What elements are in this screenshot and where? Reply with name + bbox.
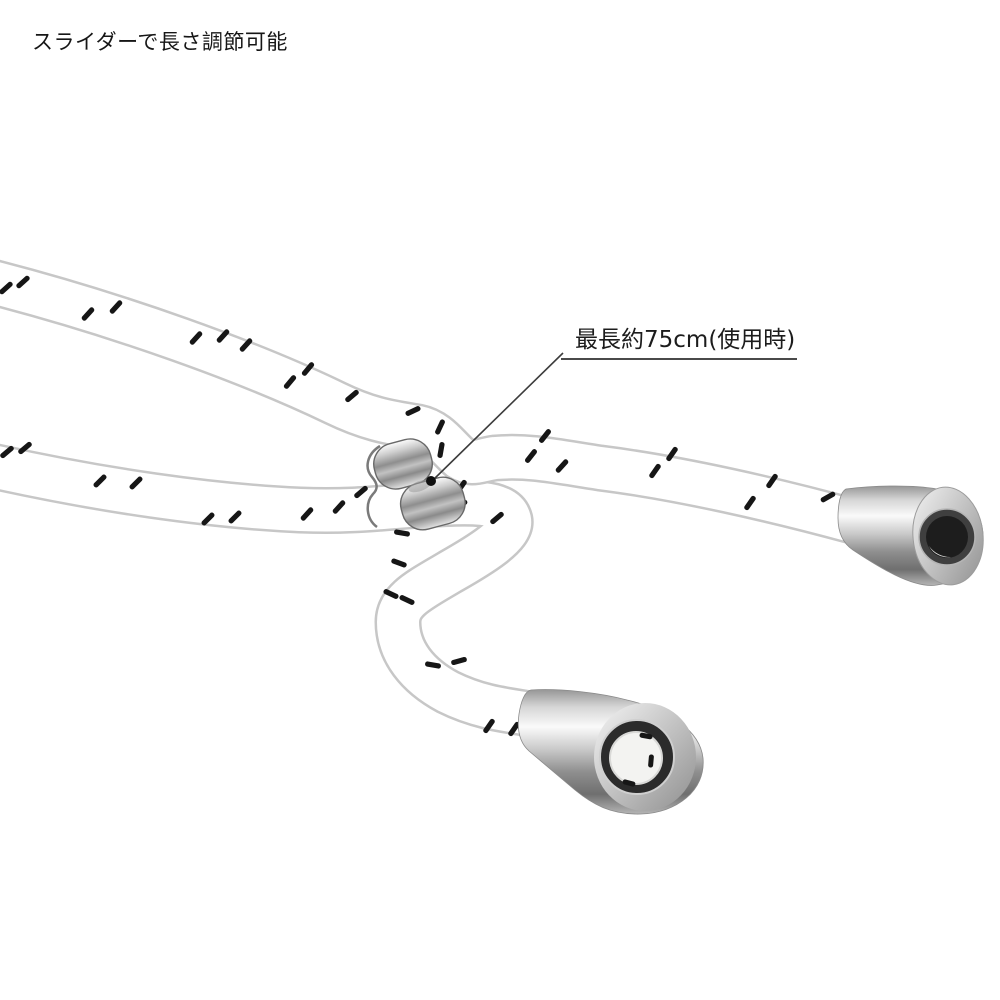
slider-left-rim: [366, 444, 381, 529]
slider-seam: [408, 479, 432, 493]
bottom-end-tip: [517, 689, 704, 815]
bottom-tip-rim-highlight: [599, 719, 675, 795]
rope-strand-lower: [0, 443, 555, 738]
callout-leader-line: [431, 352, 564, 482]
right-tip-cord-glimpse: [929, 546, 951, 558]
right-tip-opening: [926, 516, 968, 558]
slider-clip: [366, 438, 466, 531]
bottom-tip-cord-plug: [609, 731, 663, 785]
callout-max-length-text: 最長約75cm(使用時): [575, 327, 796, 353]
right-end-tip: [837, 485, 984, 586]
callout-leader: [426, 352, 564, 486]
right-tip-rim-highlight: [918, 508, 976, 566]
callout-max-length: 最長約75cm(使用時): [561, 320, 797, 360]
bottom-tip-cord-flecks: [622, 732, 654, 787]
slider-upper-barrel: [373, 438, 433, 490]
cord-flecks: [0, 275, 836, 737]
caption-slider-adjustable: スライダーで長さ調節可能: [32, 30, 288, 54]
callout-leader-dot: [426, 476, 436, 486]
